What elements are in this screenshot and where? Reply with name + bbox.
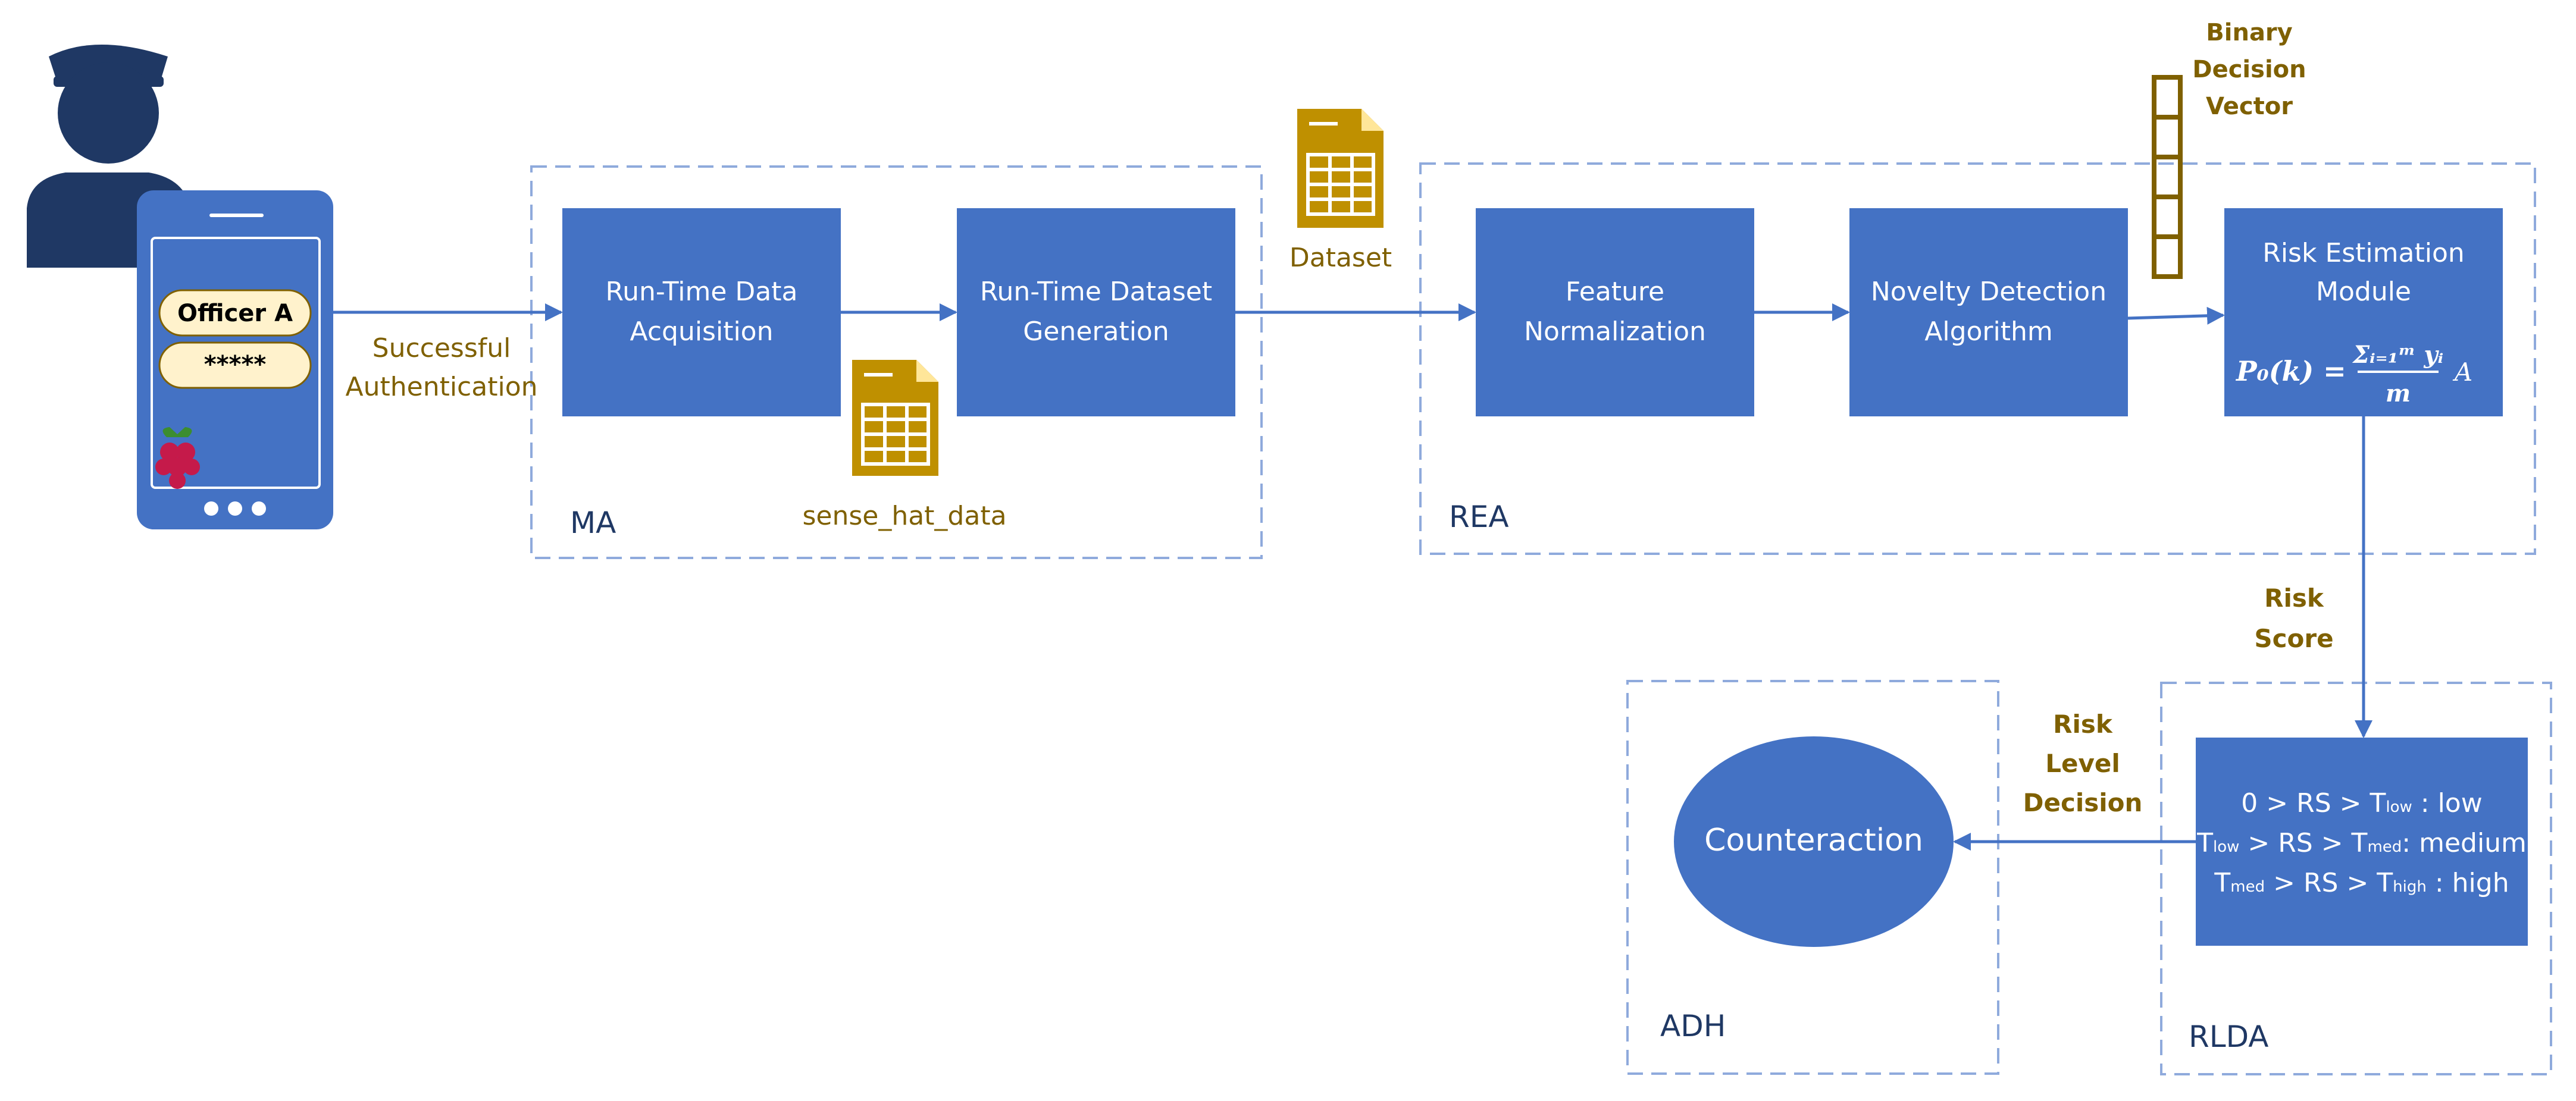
raspberry-pi-icon bbox=[155, 427, 200, 489]
formula-denominator: m bbox=[2386, 379, 2411, 407]
rld-label-line2: Level bbox=[2045, 749, 2120, 778]
sense-hat-data-label: sense_hat_data bbox=[802, 501, 1006, 531]
formula-numerator: Σᵢ₌₁ᵐ yᵢ bbox=[2352, 341, 2443, 369]
adh-region-label: ADH bbox=[1660, 1009, 1726, 1043]
risk-level-thresholds-box: 0 > RS > Tlow : low Tlow > RS > Tmed: me… bbox=[2196, 738, 2528, 946]
threshold-line-high: Tmed > RS > Thigh : high bbox=[2214, 868, 2509, 898]
risk-score-label-line2: Score bbox=[2254, 624, 2333, 653]
threshold-line-low: 0 > RS > Tlow : low bbox=[2241, 788, 2482, 818]
rtdg-line1: Run-Time Dataset bbox=[980, 277, 1212, 307]
counteraction-label: Counteraction bbox=[1704, 823, 1923, 858]
arrow-novelty-to-risk-estimation bbox=[2127, 306, 2225, 325]
rld-label-line1: Risk bbox=[2053, 710, 2113, 739]
ma-region bbox=[530, 165, 1263, 559]
ma-region-label: MA bbox=[570, 506, 616, 540]
bdv-label-line3: Vector bbox=[2206, 93, 2293, 120]
formula-tail: A bbox=[2452, 357, 2472, 387]
nda-line2: Algorithm bbox=[1924, 316, 2053, 347]
rld-label-line3: Decision bbox=[2023, 788, 2143, 817]
run-time-dataset-generation-box: Run-Time Dataset Generation bbox=[957, 208, 1235, 416]
novelty-detection-algorithm-box: Novelty Detection Algorithm bbox=[1849, 208, 2128, 416]
rtdg-line2: Generation bbox=[1023, 316, 1169, 347]
auth-label-line2: Authentication bbox=[346, 372, 538, 402]
sense-hat-data-file-icon bbox=[852, 360, 938, 476]
rem-line1: Risk Estimation bbox=[2262, 238, 2465, 268]
password-field[interactable]: ***** bbox=[158, 341, 312, 389]
rtda-line2: Acquisition bbox=[630, 316, 774, 347]
risk-score-label-line1: Risk bbox=[2264, 584, 2324, 613]
nda-line1: Novelty Detection bbox=[1871, 277, 2107, 307]
password-text: ***** bbox=[204, 351, 267, 378]
rtda-line1: Run-Time Data bbox=[606, 277, 798, 307]
counteraction-node: Counteraction bbox=[1674, 736, 1954, 947]
threshold-line-medium: Tlow > RS > Tmed: medium bbox=[2196, 828, 2527, 858]
binary-decision-vector-icon bbox=[2152, 75, 2183, 279]
bdv-label-line1: Binary bbox=[2206, 19, 2292, 46]
run-time-data-acquisition-box: Run-Time Data Acquisition bbox=[562, 208, 841, 416]
username-text: Officer A bbox=[177, 300, 293, 327]
rea-region-label: REA bbox=[1449, 500, 1509, 534]
formula-lhs: P₀(k) = bbox=[2235, 355, 2346, 387]
fn-line2: Normalization bbox=[1524, 316, 1706, 347]
bdv-label-line2: Decision bbox=[2192, 56, 2306, 83]
rea-region bbox=[1419, 162, 2536, 555]
dataset-file-icon bbox=[1297, 109, 1384, 228]
dataset-label: Dataset bbox=[1289, 243, 1392, 273]
rlda-region bbox=[2160, 682, 2552, 1075]
risk-estimation-module-box: Risk Estimation Module P₀(k) = Σᵢ₌₁ᵐ yᵢ … bbox=[2224, 208, 2503, 416]
auth-label-line1: Successful bbox=[373, 333, 511, 363]
username-field[interactable]: Officer A bbox=[158, 289, 312, 337]
fn-line1: Feature bbox=[1566, 277, 1664, 307]
rlda-region-label: RLDA bbox=[2189, 1020, 2268, 1054]
feature-normalization-box: Feature Normalization bbox=[1476, 208, 1754, 416]
rem-line2: Module bbox=[2316, 277, 2411, 307]
